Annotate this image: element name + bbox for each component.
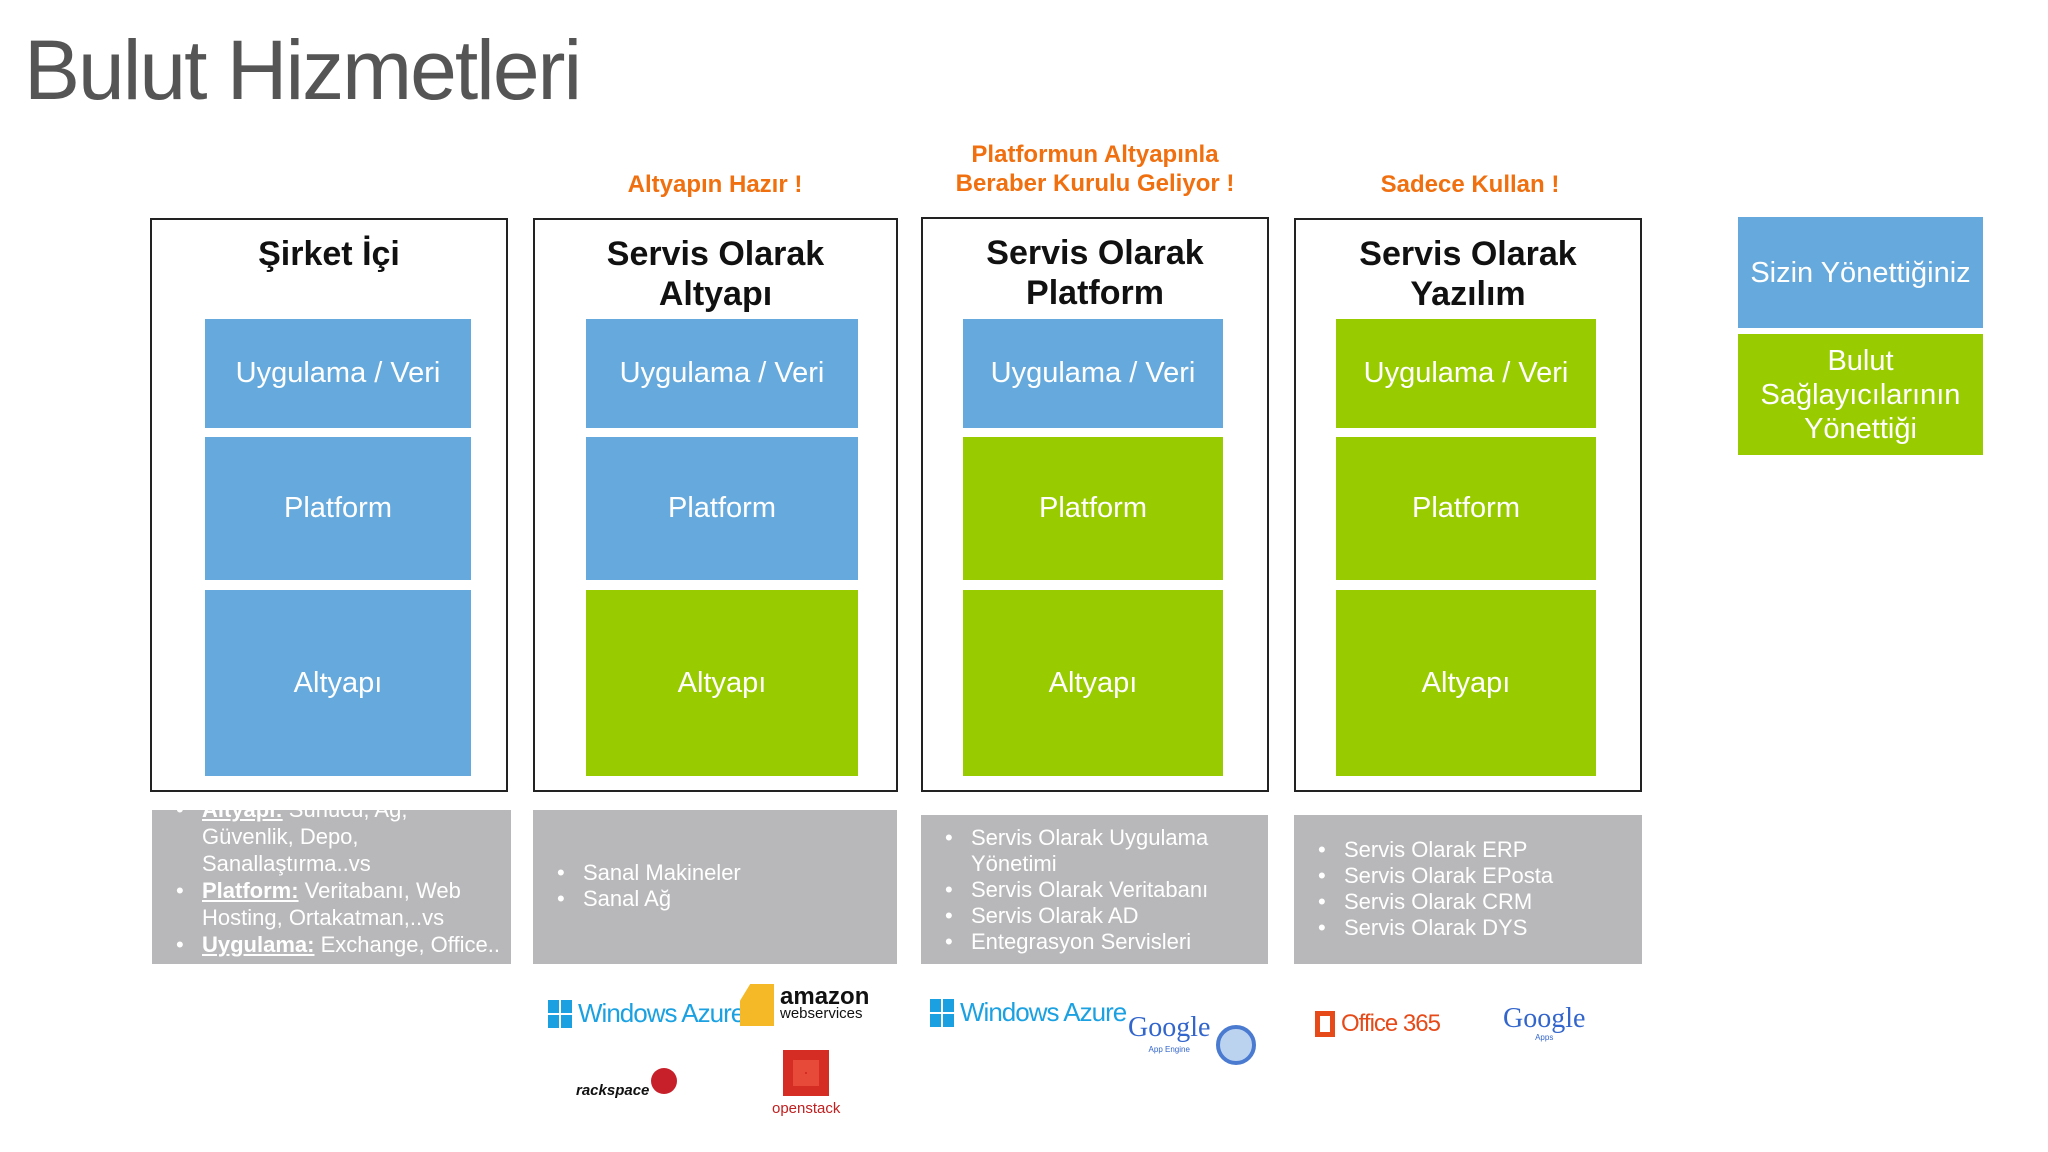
detail-label: Altyapı: — [202, 810, 283, 822]
windows-icon — [548, 999, 572, 1028]
details-iaas: Sanal Makineler Sanal Ağ — [533, 810, 897, 964]
layer-app: Uygulama / Veri — [205, 319, 471, 428]
title-line: Servis Olarak — [606, 235, 825, 273]
google-apps-logo: Google Apps — [1503, 1003, 1586, 1043]
layer-platform: Platform — [205, 437, 471, 580]
logo-text: Windows Azure — [578, 998, 745, 1028]
detail-item: Servis Olarak DYS — [1314, 915, 1553, 941]
legend-provider: Bulut Sağlayıcılarının Yönettiği — [1738, 334, 1983, 455]
layer-app: Uygulama / Veri — [1336, 319, 1596, 428]
note-saas: Sadece Kullan ! — [1380, 171, 1560, 198]
detail-label: Platform: — [202, 878, 299, 903]
title-line: Şirket İçi — [258, 235, 400, 273]
column-onprem: Şirket İçi Uygulama / Veri Platform Alty… — [150, 218, 508, 792]
layer-platform: Platform — [1336, 437, 1596, 580]
openstack-icon — [783, 1050, 830, 1096]
details-saas: Servis Olarak ERP Servis Olarak EPosta S… — [1294, 815, 1642, 964]
rackspace-icon — [651, 1067, 678, 1094]
note-paas-line1: Platformun Altyapınla — [971, 141, 1219, 168]
note-paas-line2: Beraber Kurulu Geliyor ! — [955, 170, 1235, 197]
detail-text: Sunucu, Ağ, Güvenlik, Depo, Sanallaştırm… — [202, 810, 407, 876]
windows-icon — [930, 998, 954, 1027]
office-icon — [1315, 1011, 1335, 1037]
title-line: Servis Olarak — [1359, 235, 1577, 273]
aws-boxes-icon — [740, 984, 774, 1026]
logo-text: App Engine — [1148, 1045, 1190, 1054]
detail-item: Servis Olarak EPosta — [1314, 863, 1553, 889]
page-title: Bulut Hizmetleri — [24, 23, 582, 117]
layer-infra: Altyapı — [963, 590, 1223, 776]
detail-text: Exchange, Office.. — [314, 932, 500, 957]
detail-text: Veritabanı, Web Hosting, Ortakatman,..vs — [202, 878, 461, 930]
detail-item: Platform: Veritabanı, Web Hosting, Ortak… — [172, 877, 502, 931]
logo-text: Windows Azure — [960, 997, 1127, 1027]
details-onprem: Altyapı: Sunucu, Ağ, Güvenlik, Depo, San… — [152, 810, 511, 964]
office-365-logo: Office 365 — [1315, 1010, 1441, 1038]
title-line: Platform — [1026, 274, 1164, 312]
legend-customer: Sizin Yönettiğiniz — [1738, 217, 1983, 328]
windows-azure-logo: Windows Azure — [930, 997, 1127, 1028]
detail-item: Sanal Ağ — [553, 886, 741, 912]
layer-infra: Altyapı — [586, 590, 858, 776]
detail-label: Uygulama: — [202, 932, 315, 957]
title-line: Servis Olarak — [986, 234, 1204, 272]
layer-infra: Altyapı — [1336, 590, 1596, 776]
detail-item: Servis Olarak Uygulama Yönetimi — [941, 825, 1261, 877]
detail-item: Servis Olarak CRM — [1314, 889, 1553, 915]
openstack-logo: openstack — [772, 1050, 840, 1117]
logo-text: Google — [1128, 1012, 1211, 1043]
title-line: Yazılım — [1410, 275, 1526, 313]
detail-item: Servis Olarak Veritabanı — [941, 877, 1261, 903]
rackspace-logo: rackspace — [576, 1062, 678, 1099]
details-paas: Servis Olarak Uygulama Yönetimi Servis O… — [921, 815, 1268, 964]
detail-item: Uygulama: Exchange, Office.. — [172, 931, 502, 958]
detail-item: Servis Olarak ERP — [1314, 837, 1553, 863]
layer-platform: Platform — [586, 437, 858, 580]
detail-item: Sanal Makineler — [553, 860, 741, 886]
column-title: Şirket İçi — [152, 234, 506, 274]
layer-platform: Platform — [963, 437, 1223, 580]
layer-app: Uygulama / Veri — [586, 319, 858, 428]
detail-item: Entegrasyon Servisleri — [941, 929, 1261, 955]
detail-item: Altyapı: Sunucu, Ağ, Güvenlik, Depo, San… — [172, 810, 502, 877]
logo-text: rackspace — [576, 1082, 650, 1099]
windows-azure-logo: Windows Azure — [548, 998, 745, 1029]
logo-text: Google — [1503, 1003, 1586, 1034]
logo-text: Apps — [1535, 1033, 1554, 1042]
layer-infra: Altyapı — [205, 590, 471, 776]
title-line: Altyapı — [658, 275, 773, 313]
logo-text: webservices — [780, 1005, 863, 1022]
app-engine-icon — [1216, 1025, 1257, 1065]
logo-text: openstack — [772, 1100, 841, 1117]
layer-app: Uygulama / Veri — [963, 319, 1223, 428]
note-iaas: Altyapın Hazır ! — [627, 171, 803, 198]
logo-text: Office 365 — [1341, 1010, 1441, 1037]
detail-item: Servis Olarak AD — [941, 903, 1261, 929]
logo-text: amazon — [780, 983, 870, 1010]
